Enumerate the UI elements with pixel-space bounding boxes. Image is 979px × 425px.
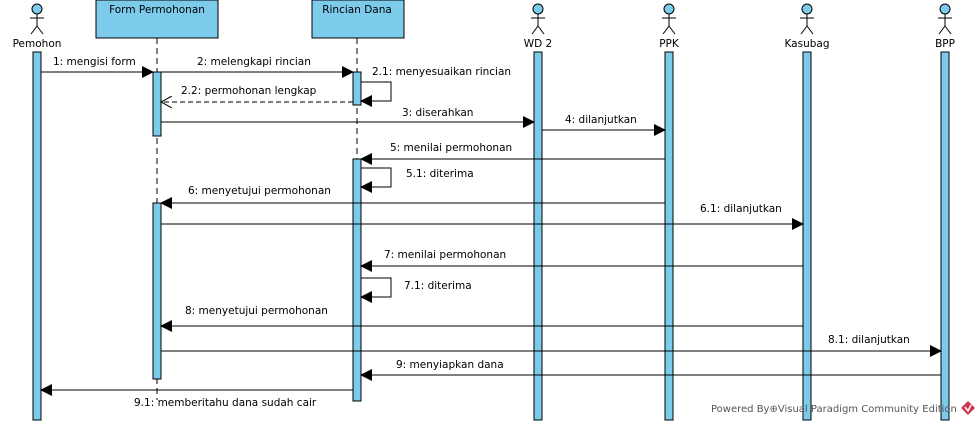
activation-form-2 bbox=[152, 202, 162, 380]
visual-paradigm-logo-icon bbox=[961, 401, 975, 415]
message-label-3: 3: diserahkan bbox=[402, 107, 473, 119]
activation-form-1 bbox=[152, 71, 162, 137]
message-label-5: 5: menilai permohonan bbox=[390, 142, 512, 154]
message-label-9-1: 9.1: memberitahu dana sudah cair bbox=[134, 397, 317, 409]
message-arrow-5-1 bbox=[360, 167, 392, 193]
actor-label: Pemohon bbox=[13, 38, 62, 50]
message-label-8: 8: menyetujui permohonan bbox=[185, 305, 328, 317]
object-form-permohonan: Form Permohonan bbox=[95, 0, 219, 39]
message-labels: 1: mengisi form 2: melengkapi rincian 2.… bbox=[53, 56, 910, 409]
message-label-1: 1: mengisi form bbox=[53, 56, 136, 68]
message-label-2-1: 2.1: menyesuaikan rincian bbox=[372, 66, 511, 78]
svg-text:Rincian Dana: Rincian Dana bbox=[322, 4, 392, 16]
actor-bpp: BPP bbox=[935, 3, 955, 50]
message-label-2-2: 2.2: permohonan lengkap bbox=[181, 85, 317, 97]
message-label-6-1: 6.1: dilanjutkan bbox=[700, 203, 782, 215]
message-arrow-2-1 bbox=[360, 81, 392, 107]
message-label-9: 9: menyiapkan dana bbox=[396, 359, 504, 371]
actor-label: Kasubag bbox=[784, 38, 829, 50]
svg-text:Form Permohonan: Form Permohonan bbox=[109, 4, 205, 16]
activation-wd2 bbox=[533, 51, 543, 421]
actor-head-icon bbox=[532, 3, 544, 15]
activations bbox=[32, 51, 950, 421]
message-label-6: 6: menyetujui permohonan bbox=[188, 185, 331, 197]
actor-ppk: PPK bbox=[659, 3, 680, 50]
actor-head-icon bbox=[801, 3, 813, 15]
message-label-2: 2: melengkapi rincian bbox=[197, 56, 311, 68]
actor-kasubag: Kasubag bbox=[784, 3, 830, 50]
actor-head-icon bbox=[939, 3, 951, 15]
actor-wd2: WD 2 bbox=[524, 3, 553, 50]
watermark: Powered By⊕Visual Paradigm Community Edi… bbox=[711, 401, 975, 415]
message-label-4: 4: dilanjutkan bbox=[565, 114, 637, 126]
actor-label: WD 2 bbox=[524, 38, 553, 50]
activation-kasubag bbox=[802, 51, 812, 421]
actor-label: PPK bbox=[659, 38, 680, 50]
actor-pemohon: Pemohon bbox=[13, 3, 62, 50]
actor-label: BPP bbox=[935, 38, 955, 50]
message-label-8-1: 8.1: dilanjutkan bbox=[828, 334, 910, 346]
activation-rincian-2 bbox=[352, 158, 362, 402]
activation-rincian-1 bbox=[352, 71, 362, 106]
message-label-7: 7: menilai permohonan bbox=[384, 249, 506, 261]
actor-head-icon bbox=[31, 3, 43, 15]
object-rincian-dana: Rincian Dana bbox=[311, 0, 405, 39]
watermark-text: Powered By⊕Visual Paradigm Community Edi… bbox=[711, 404, 957, 415]
activation-pemohon bbox=[32, 51, 42, 421]
messages bbox=[40, 66, 942, 396]
message-label-5-1: 5.1: diterima bbox=[406, 168, 474, 180]
activation-ppk bbox=[664, 51, 674, 421]
actor-head-icon bbox=[663, 3, 675, 15]
message-arrow-7-1 bbox=[360, 277, 392, 303]
activation-bpp bbox=[940, 51, 950, 421]
message-label-7-1: 7.1: diterima bbox=[404, 280, 472, 292]
